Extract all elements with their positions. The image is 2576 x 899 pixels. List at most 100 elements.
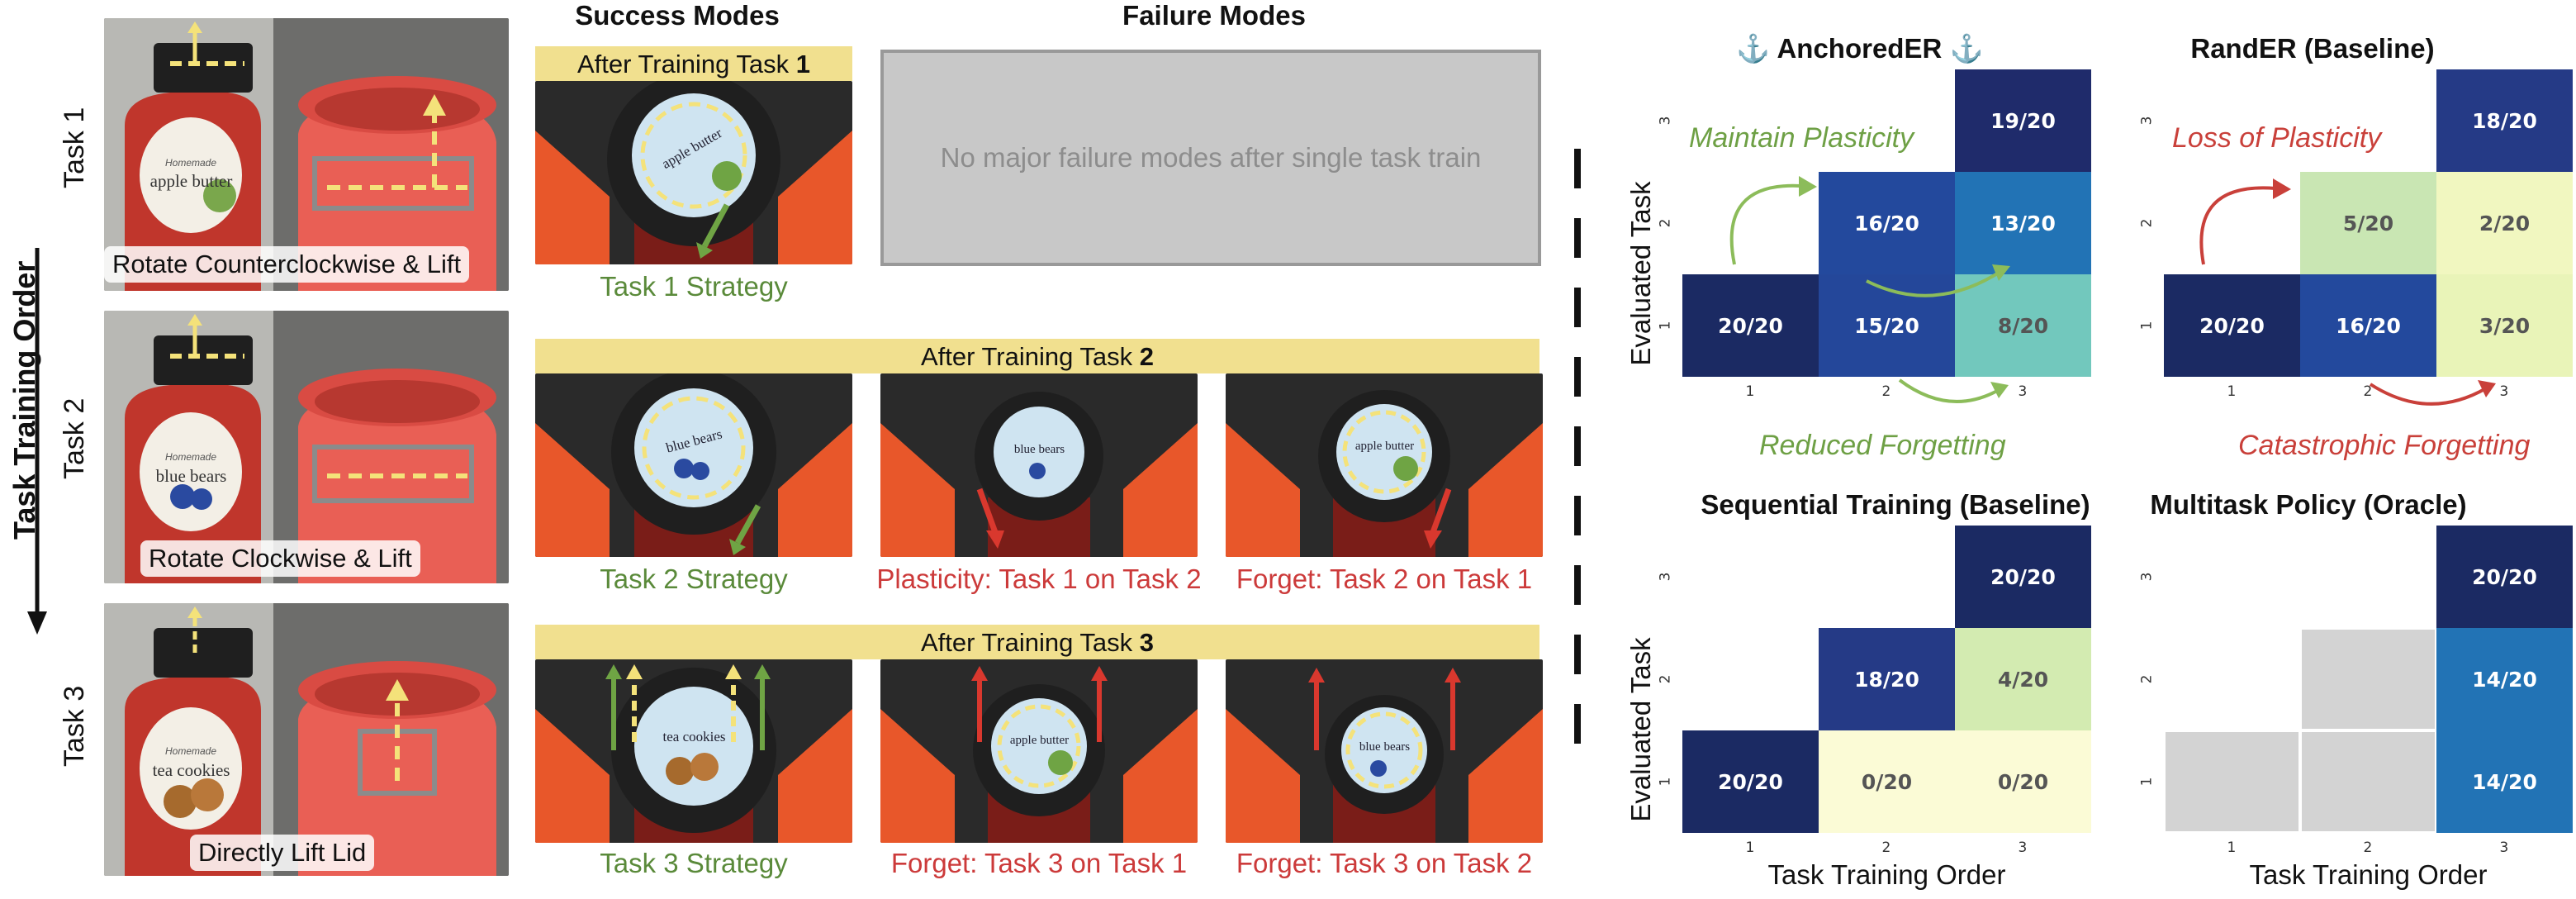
heatmap-cell: 18/20 — [2436, 69, 2573, 172]
heatmap-cell: 2/20 — [2436, 172, 2573, 274]
y-tick-label: 2 — [1657, 674, 1674, 684]
task3-jar-illustration — [104, 603, 509, 876]
heatmap-cell — [2300, 628, 2436, 730]
jar1-label-text: apple butter — [149, 171, 233, 191]
failure-photo-forget-3-1: apple butter — [880, 659, 1198, 843]
annotation-loss-plasticity: Loss of Plasticity — [2172, 122, 2382, 154]
band-task1 — [535, 46, 852, 81]
band-task2 — [535, 339, 1539, 373]
heatmap-cell: 8/20 — [1955, 274, 2091, 377]
success-caption-2: Task 2 Strategy — [600, 564, 788, 594]
failure-forget31-lid-text: apple butter — [1009, 734, 1070, 747]
annotation-catastrophic-forgetting: Catastrophic Forgetting — [2238, 430, 2531, 461]
jar1-brand: Homemade — [164, 157, 217, 169]
y-tick-label: 1 — [1657, 321, 1674, 331]
heatmap-cell: 18/20 — [1819, 628, 1955, 730]
task1-caption: Rotate Counterclockwise & Lift — [104, 246, 470, 283]
x-tick-label: 1 — [2227, 383, 2237, 400]
y-tick-label: 1 — [2138, 777, 2156, 787]
heatmap-cell: 20/20 — [1682, 274, 1819, 377]
heatmap-cell: 13/20 — [1955, 172, 2091, 274]
heatmap-cell: 20/20 — [1955, 526, 2091, 628]
heatmap-cell: 0/20 — [1955, 730, 2091, 833]
task1-jar-illustration — [104, 18, 509, 291]
x-tick-label: 3 — [2499, 383, 2509, 400]
failure-caption-forget-3-1: Forget: Task 3 on Task 1 — [890, 848, 1188, 878]
heatmap-cell: 20/20 — [2164, 274, 2300, 377]
success-photo-1: apple butter — [535, 81, 852, 264]
x-tick-label: 3 — [2018, 840, 2028, 856]
band-task2-label: After Training Task 2 — [535, 342, 1539, 372]
task-label-1: Task 1 — [59, 107, 90, 188]
failure-photo-forget-3-2: blue bears — [1226, 659, 1543, 843]
x-tick-label: 1 — [2227, 840, 2237, 856]
failure-caption-plasticity: Plasticity: Task 1 on Task 2 — [876, 564, 1202, 594]
task3-photo: Homemade tea cookies — [104, 603, 509, 876]
jar3-label-text: tea cookies — [152, 760, 230, 780]
annotation-maintain-plasticity: Maintain Plasticity — [1689, 122, 1914, 154]
success-3-illustration — [535, 659, 852, 843]
heatmap-title: RandER (Baseline) — [2190, 33, 2435, 64]
success-1-illustration — [535, 81, 852, 264]
heatmap-cell: 20/20 — [1682, 730, 1819, 833]
task1-photo: Homemade apple butter — [104, 18, 509, 291]
x-tick-label: 1 — [1745, 383, 1755, 400]
failure-photo-plasticity: blue bears — [880, 373, 1198, 557]
training-order-arrow — [27, 248, 47, 635]
heatmap-cell: 4/20 — [1955, 628, 2091, 730]
heatmap-title: ⚓ AnchoredER ⚓ — [1736, 33, 1984, 64]
x-tick-label: 1 — [1745, 840, 1755, 856]
x-axis-label: Task Training Order — [2249, 859, 2488, 890]
band-task3-label: After Training Task 3 — [535, 628, 1539, 658]
x-tick-label: 3 — [2018, 383, 2028, 400]
y-tick-label: 2 — [2138, 218, 2156, 228]
jar2-brand: Homemade — [164, 451, 217, 463]
task2-jar-illustration — [104, 311, 509, 583]
y-tick-label: 1 — [2138, 321, 2156, 331]
jar3-brand: Homemade — [164, 745, 217, 757]
band-task3-num: 3 — [1139, 628, 1155, 657]
x-tick-label: 2 — [1881, 840, 1891, 856]
failure-forget32-illustration — [1226, 659, 1543, 843]
band-task2-prefix: After Training Task — [920, 342, 1140, 371]
failure-photo-forget-2-1: apple butter — [1226, 373, 1543, 557]
band-task1-label: After Training Task 1 — [535, 50, 852, 79]
y-axis-label: Evaluated Task — [1625, 181, 1656, 366]
y-axis-label: Evaluated Task — [1625, 637, 1656, 822]
success-modes-header: Success Modes — [575, 0, 780, 31]
success-2-illustration — [535, 373, 852, 557]
heatmap-cell: 3/20 — [2436, 274, 2573, 377]
heatmap-cell: 16/20 — [2300, 274, 2436, 377]
task-label-3: Task 3 — [59, 685, 90, 767]
heatmap-title: Multitask Policy (Oracle) — [2150, 489, 2467, 520]
task2-photo: Homemade blue bears — [104, 311, 509, 583]
heatmap-cell — [2164, 730, 2300, 833]
task-label-2: Task 2 — [59, 397, 90, 479]
failure-plasticity-illustration — [880, 373, 1198, 557]
success-photo-2: blue bears — [535, 373, 852, 557]
y-tick-label: 2 — [2138, 674, 2156, 684]
failure-plasticity-lid-text: blue bears — [1013, 443, 1065, 456]
success-3-lid-text: tea cookies — [662, 729, 726, 744]
heatmap-cell — [2300, 730, 2436, 833]
heatmap-cell: 0/20 — [1819, 730, 1955, 833]
x-tick-label: 2 — [1881, 383, 1891, 400]
band-task3 — [535, 625, 1539, 659]
band-task1-prefix: After Training Task — [576, 50, 796, 78]
failure-modes-header: Failure Modes — [1122, 0, 1306, 31]
heatmap-cell: 14/20 — [2436, 730, 2573, 833]
failure-forget32-lid-text: blue bears — [1359, 740, 1411, 754]
heatmap-cell: 19/20 — [1955, 69, 2091, 172]
success-caption-3: Task 3 Strategy — [600, 848, 788, 878]
task2-caption: Rotate Clockwise & Lift — [140, 540, 420, 577]
jar2-label-text: blue bears — [155, 466, 227, 486]
heatmap-cell: 15/20 — [1819, 274, 1955, 377]
y-tick-label: 3 — [1657, 116, 1674, 126]
y-tick-label: 3 — [2138, 572, 2156, 582]
y-tick-label: 3 — [2138, 116, 2156, 126]
y-tick-label: 3 — [1657, 572, 1674, 582]
failure-forget21-lid-text: apple butter — [1354, 440, 1415, 453]
band-task3-prefix: After Training Task — [920, 628, 1140, 657]
heatmap-title: Sequential Training (Baseline) — [1701, 489, 2090, 520]
annotation-reduced-forgetting: Reduced Forgetting — [1759, 430, 2006, 461]
